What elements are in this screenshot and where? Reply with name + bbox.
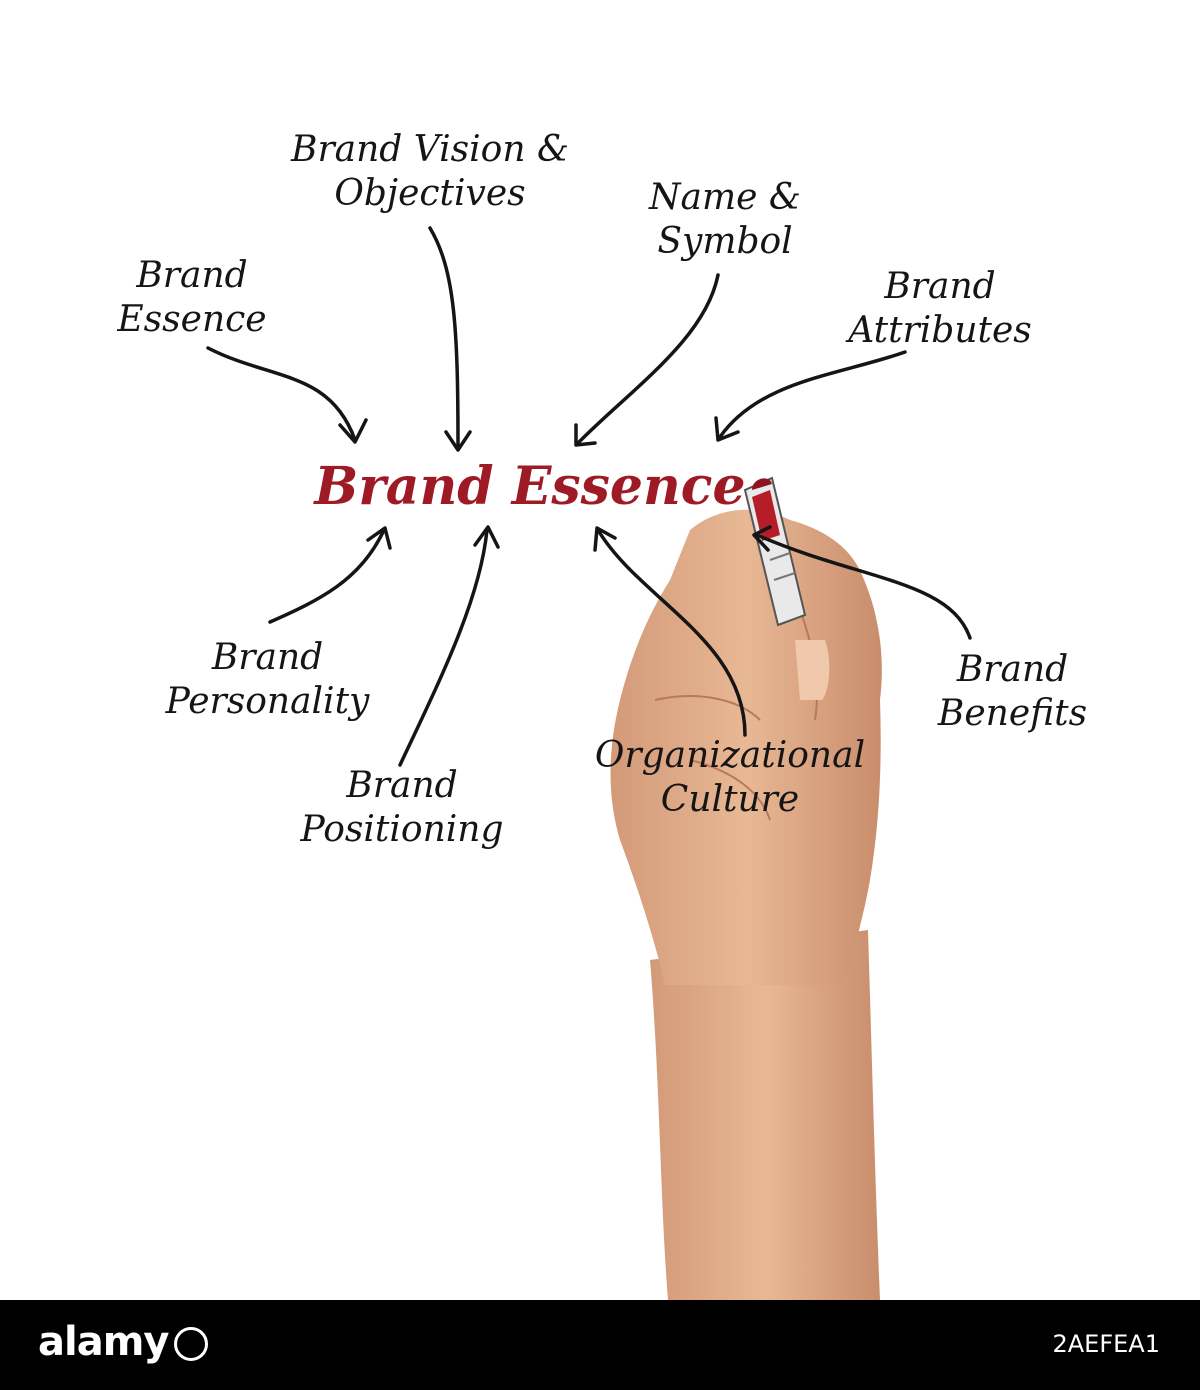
logo-circle-icon xyxy=(174,1327,209,1361)
arrow-brand-vision xyxy=(428,226,460,450)
arrow-name-symbol xyxy=(576,273,720,445)
arrow-brand-positioning xyxy=(398,528,489,767)
label-brand-attributes: Brand Attributes xyxy=(848,266,1032,351)
fist xyxy=(610,509,882,985)
marker-pen-icon xyxy=(743,476,807,627)
label-name-symbol: Name & Symbol xyxy=(649,177,801,262)
arrows-layer xyxy=(206,226,972,767)
arrow-brand-essence xyxy=(206,346,357,442)
label-organizational-culture: Organizational Culture xyxy=(594,735,866,820)
label-brand-positioning: Brand Positioning xyxy=(300,765,504,850)
arrow-brand-personality xyxy=(268,530,385,624)
diagram-canvas: Brand Essence Brand Vision & Objectives … xyxy=(117,129,1088,1300)
hand-illustration xyxy=(610,476,882,1300)
forearm xyxy=(650,930,880,1300)
alamy-logo: alamy xyxy=(38,1316,209,1368)
arrow-organizational-culture xyxy=(596,528,747,737)
label-brand-essence: Brand Essence xyxy=(117,255,267,340)
label-brand-personality: Brand Personality xyxy=(165,637,370,722)
arrow-brand-attributes xyxy=(718,350,907,439)
arrow-brand-benefits xyxy=(755,533,972,640)
label-brand-benefits: Brand Benefits xyxy=(937,649,1088,734)
image-id: 2AEFEA1 xyxy=(1052,1330,1160,1358)
stock-footer-bar: alamy 2AEFEA1 xyxy=(0,1300,1200,1390)
center-title: Brand Essence xyxy=(314,456,746,517)
label-brand-vision: Brand Vision & Objectives xyxy=(290,129,569,214)
